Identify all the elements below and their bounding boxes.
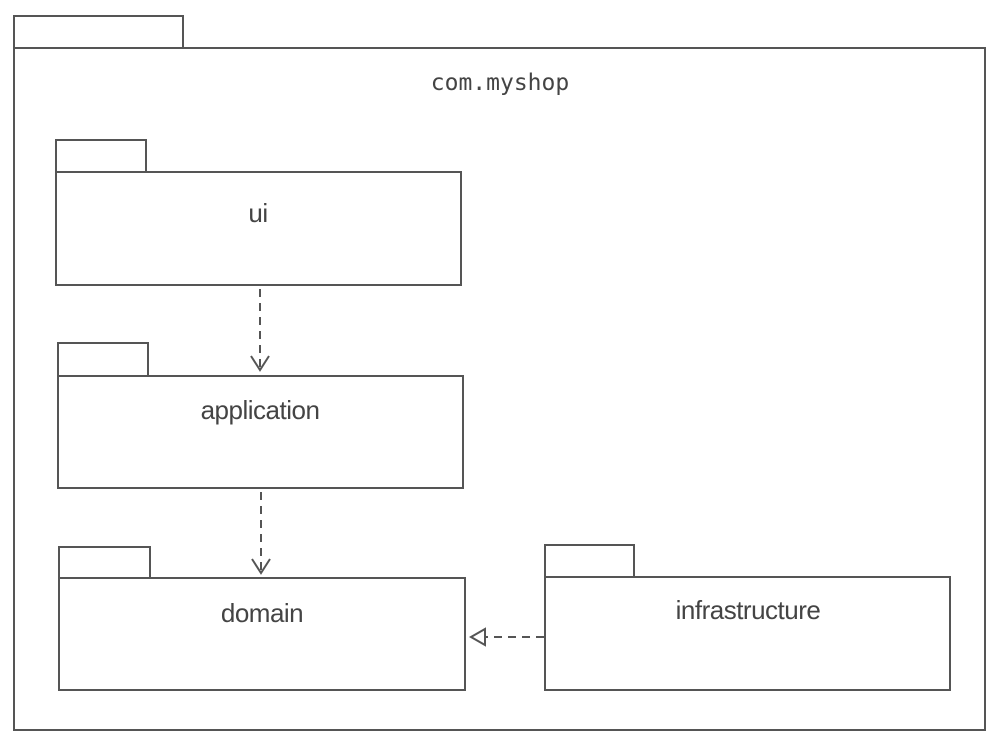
package-label: domain: [221, 598, 303, 628]
package-tab: [55, 139, 147, 173]
package-title: com.myshop: [431, 70, 569, 96]
package-tab: [58, 546, 151, 579]
package-infrastructure: infrastructure: [544, 544, 951, 691]
package-label: ui: [248, 198, 267, 228]
open-arrowhead-icon: [251, 558, 271, 575]
package-body: [544, 576, 951, 691]
dependency-application-to-domain: [251, 492, 271, 575]
dependency-ui-to-application: [250, 289, 270, 372]
package-body: [55, 171, 462, 286]
package-tab: [57, 342, 149, 377]
package-domain: domain: [58, 546, 466, 691]
open-arrowhead-icon: [250, 355, 270, 372]
package-label: infrastructure: [676, 595, 821, 625]
package-application: application: [57, 342, 464, 489]
package-body: [57, 375, 464, 489]
package-tab: [13, 15, 184, 49]
package-ui: ui: [55, 139, 462, 286]
hollow-triangle-arrowhead-icon: [468, 627, 486, 647]
package-label: application: [201, 395, 320, 425]
package-tab: [544, 544, 635, 578]
realization-infrastructure-to-domain: [468, 627, 544, 647]
package-body: [58, 577, 466, 691]
